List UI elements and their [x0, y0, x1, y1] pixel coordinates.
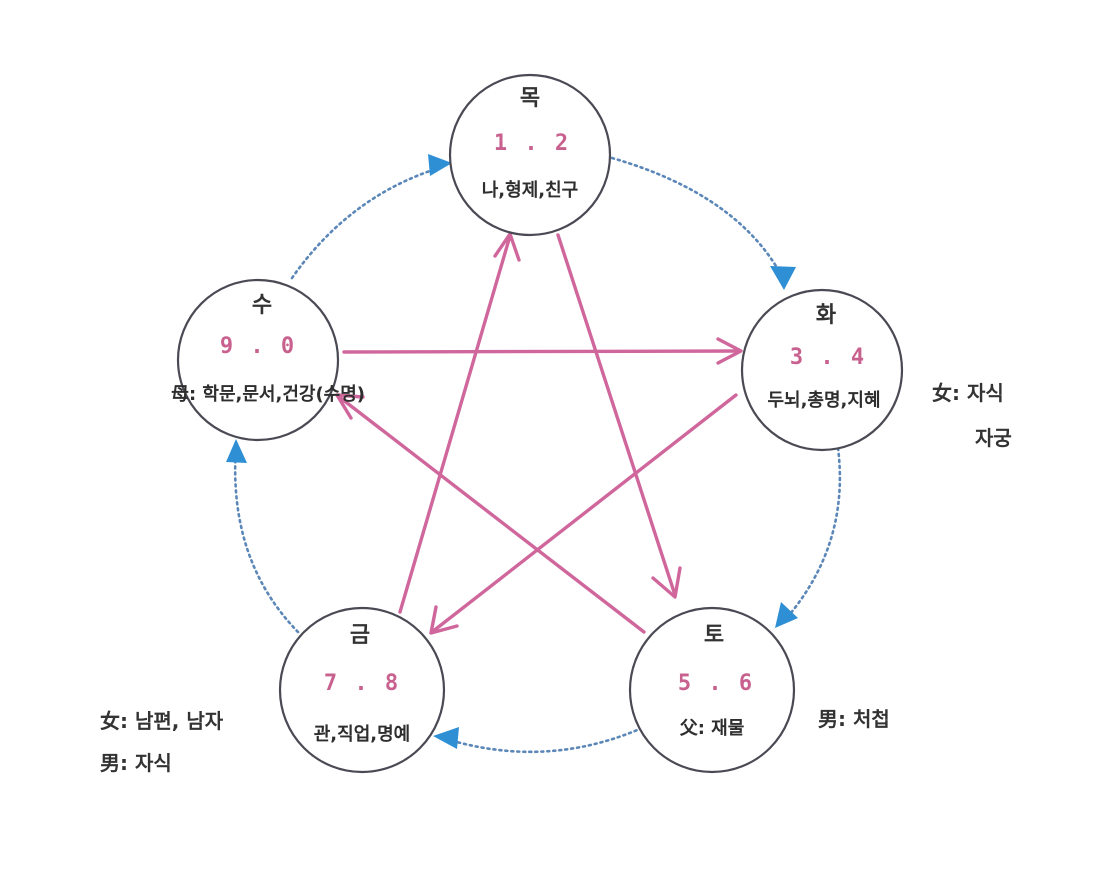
- control-line-water-to-fire: [342, 349, 742, 354]
- node-water-desc: 母: 학문,문서,건강(수명): [171, 383, 365, 405]
- cycle-arrowhead-wood: [428, 154, 452, 176]
- node-metal-circle: [278, 606, 446, 774]
- note-fire-line2: 자궁: [975, 426, 1012, 450]
- control-head-earth: [651, 566, 682, 599]
- cycle-arrowhead-earth: [775, 602, 798, 628]
- node-wood-name: 목: [520, 86, 540, 111]
- note-metal-line2: 男: 자식: [100, 751, 172, 775]
- node-earth-number: 5 . 6: [678, 671, 754, 696]
- node-fire-number: 3 . 4: [790, 345, 866, 370]
- node-earth-circle: [628, 606, 796, 774]
- cycle-arrowhead-water: [226, 439, 247, 463]
- node-earth-desc: 父: 재물: [680, 718, 745, 739]
- node-earth-name: 토: [704, 623, 724, 648]
- cycle-arc-wood-to-fire: [610, 156, 786, 282]
- control-head-water: [335, 393, 365, 420]
- cycle-arrowhead-metal: [433, 727, 459, 749]
- node-water-name: 수: [252, 293, 272, 318]
- node-wood-circle: [448, 73, 612, 237]
- node-earth: 토 5 . 6 父: 재물: [628, 606, 796, 774]
- node-wood-desc: 나,형제,친구: [482, 180, 578, 201]
- cycle-arc-fire-to-earth: [783, 446, 842, 622]
- note-fire-line1: 女: 자식: [932, 381, 1004, 405]
- node-fire-desc: 두뇌,총명,지혜: [767, 390, 880, 411]
- side-notes: 女: 자식 자궁 男: 처첩 女: 남편, 남자 男: 자식: [100, 381, 1012, 775]
- control-line-metal-to-wood: [398, 234, 512, 614]
- cycle-arc-metal-to-water: [233, 445, 300, 634]
- node-water-circle: [176, 278, 340, 442]
- control-head-fire: [716, 337, 743, 365]
- generating-cycle: [226, 154, 842, 754]
- node-fire: 화 3 . 4 두뇌,총명,지혜: [740, 288, 904, 452]
- control-line-wood-to-earth: [556, 233, 677, 597]
- controlling-cycle: [335, 232, 743, 635]
- node-metal-name: 금: [350, 623, 370, 648]
- cycle-arc-earth-to-metal: [441, 726, 644, 754]
- node-metal-number: 7 . 8: [324, 671, 400, 696]
- control-line-earth-to-water: [336, 394, 646, 634]
- node-fire-circle: [740, 288, 904, 452]
- cycle-arrowhead-fire: [770, 266, 796, 290]
- control-head-metal: [429, 605, 459, 635]
- node-water: 수 9 . 0 母: 학문,문서,건강(수명): [171, 278, 365, 442]
- node-metal: 금 7 . 8 관,직업,명예: [278, 606, 446, 774]
- node-metal-desc: 관,직업,명예: [314, 724, 410, 745]
- note-metal-line1: 女: 남편, 남자: [100, 709, 224, 733]
- control-line-fire-to-metal: [430, 393, 738, 634]
- node-fire-name: 화: [816, 303, 836, 328]
- note-earth-line1: 男: 처첩: [818, 707, 890, 731]
- node-wood: 목 1 . 2 나,형제,친구: [448, 73, 612, 237]
- cycle-arc-water-to-wood: [290, 165, 444, 280]
- control-head-wood: [493, 232, 521, 262]
- node-water-number: 9 . 0: [220, 334, 296, 359]
- node-wood-number: 1 . 2: [494, 131, 570, 156]
